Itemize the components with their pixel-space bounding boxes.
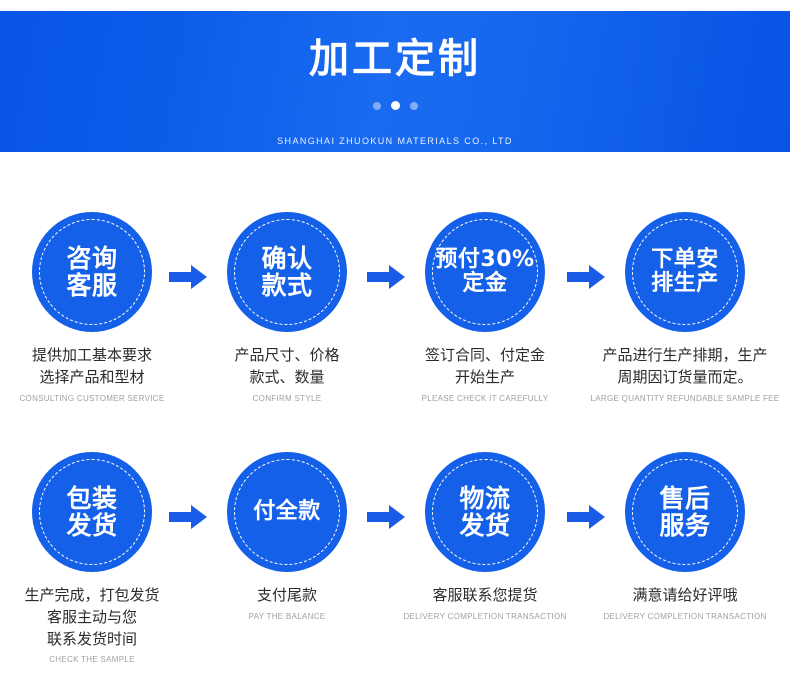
process-step-2: 确认 款式 产品尺寸、价格 款式、数量 CONFIRM STYLE [188,205,386,403]
step-circle-6: 付全款 [227,452,347,572]
arrow-right-icon [167,502,209,532]
header-banner: 加工定制 SHANGHAI ZHUOKUN MATERIALS CO., LTD [0,11,790,152]
step-caption-cn: 满意请给好评哦 [632,586,738,604]
step-caption-en: PLEASE CHECK IT CAREFULLY [421,393,549,403]
process-step-6: 付全款 支付尾款 PAY THE BALANCE [188,445,386,621]
step-circle-label: 物流 发货 [459,484,511,540]
step-caption-cn: 签订合同、付定金 开始生产 [424,346,545,386]
step-caption-en: CONFIRM STYLE [252,393,322,403]
step-circle-5: 包装 发货 [32,452,152,572]
carousel-dot-3[interactable] [409,101,418,110]
step-circle-1: 咨询 客服 [32,212,152,332]
step-circle-8: 售后 服务 [625,452,745,572]
step-circle-label: 咨询 客服 [66,244,118,300]
step-circle-3: 预付30% 定金 [425,212,545,332]
step-circle-7: 物流 发货 [425,452,545,572]
step-circle-label: 下单安 排生产 [651,247,719,296]
step-caption-en: CHECK THE SAMPLE [49,655,135,665]
page-title: 加工定制 [309,36,481,82]
step-caption-cn: 生产完成，打包发货 客服主动与您 联系发货时间 [24,586,160,648]
arrow-right-icon [365,262,407,292]
step-circle-label: 售后 服务 [659,484,711,540]
step-caption-en: PAY THE BALANCE [248,611,326,621]
process-step-4: 下单安 排生产 产品进行生产排期，生产 周期因订货量而定。 LARGE QUAN… [586,205,784,403]
step-caption-cn: 提供加工基本要求 选择产品和型材 [31,346,152,386]
process-step-3: 预付30% 定金 签订合同、付定金 开始生产 PLEASE CHECK IT C… [386,205,584,403]
step-caption-cn: 产品进行生产排期，生产 周期因订货量而定。 [602,346,768,386]
carousel-dot-1[interactable] [372,101,381,110]
step-circle-label: 付全款 [253,499,321,525]
process-step-5: 包装 发货 生产完成，打包发货 客服主动与您 联系发货时间 CHECK THE … [0,445,191,664]
carousel-dot-2[interactable] [390,101,400,110]
step-caption-en: DELIVERY COMPLETION TRANSACTION [403,611,567,621]
arrow-right-icon [365,502,407,532]
step-caption-cn: 产品尺寸、价格 款式、数量 [234,346,340,386]
step-caption-en: DELIVERY COMPLETION TRANSACTION [603,611,767,621]
company-subtitle: SHANGHAI ZHUOKUN MATERIALS CO., LTD [277,136,513,146]
process-step-1: 咨询 客服 提供加工基本要求 选择产品和型材 CONSULTING CUSTOM… [0,205,191,403]
arrow-right-icon [565,502,607,532]
step-caption-en: LARGE QUANTITY REFUNDABLE SAMPLE FEE [590,393,780,403]
step-caption-cn: 客服联系您提货 [432,586,538,604]
step-circle-label: 预付30% 定金 [435,247,535,296]
carousel-dots [0,101,790,110]
step-circle-label: 确认 款式 [261,244,313,300]
step-caption-en: CONSULTING CUSTOMER SERVICE [19,393,165,403]
step-circle-2: 确认 款式 [227,212,347,332]
process-step-8: 售后 服务 满意请给好评哦 DELIVERY COMPLETION TRANSA… [586,445,784,621]
step-caption-cn: 支付尾款 [256,586,317,604]
arrow-right-icon [565,262,607,292]
step-circle-4: 下单安 排生产 [625,212,745,332]
step-circle-label: 包装 发货 [66,484,118,540]
process-step-7: 物流 发货 客服联系您提货 DELIVERY COMPLETION TRANSA… [386,445,584,621]
arrow-right-icon [167,262,209,292]
